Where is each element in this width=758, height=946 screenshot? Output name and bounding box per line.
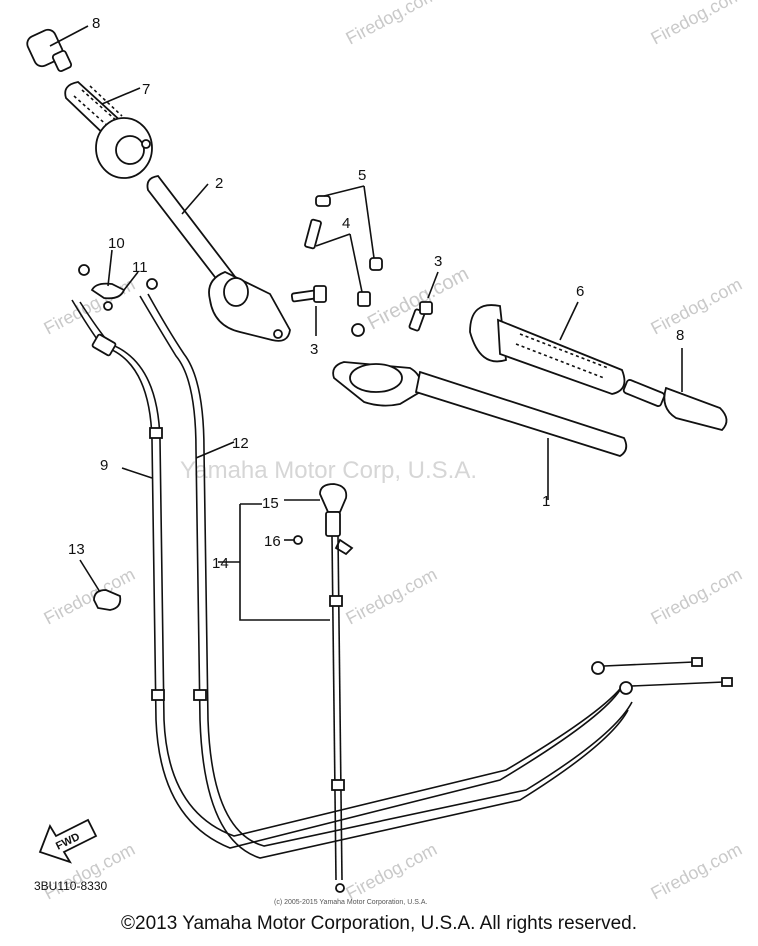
watermark-brand: Firedog.com	[342, 564, 440, 629]
throttle-cables	[71, 264, 733, 859]
bolt-right	[408, 271, 439, 332]
callout-6: 6	[576, 283, 584, 300]
callouts: 8 7 2 5 4 3 3 6 8 10 11 12 9 1 15 16 14 …	[68, 15, 684, 572]
watermark-brand: Firedog.com	[647, 839, 745, 904]
copyright-notice: ©2013 Yamaha Motor Corporation, U.S.A. A…	[121, 913, 637, 934]
callout-16: 16	[264, 533, 281, 550]
callout-11: 11	[132, 259, 148, 276]
callout-8-left: 8	[92, 15, 100, 32]
grip-right	[469, 301, 626, 395]
callout-10: 10	[108, 235, 125, 252]
callout-5: 5	[358, 167, 366, 184]
fine-print: (c) 2005-2015 Yamaha Motor Corporation, …	[274, 899, 427, 906]
handlebar-right	[332, 361, 628, 500]
callout-8-right: 8	[676, 327, 684, 344]
callout-9: 9	[100, 457, 108, 474]
callout-3-right: 3	[434, 253, 442, 270]
callout-4: 4	[342, 215, 350, 232]
callout-7: 7	[142, 81, 150, 98]
throttle-grip	[64, 81, 153, 179]
grip-end-left	[26, 25, 89, 73]
callout-12: 12	[232, 435, 249, 452]
screw-set	[304, 185, 383, 337]
watermark-brand: Firedog.com	[342, 839, 440, 904]
cable-clip	[79, 559, 122, 611]
bolt-left	[290, 285, 327, 336]
callout-15: 15	[262, 495, 279, 512]
watermark-brand: Firedog.com	[647, 564, 745, 629]
callout-14: 14	[212, 555, 229, 572]
grip-end-right	[622, 348, 728, 432]
callout-2: 2	[215, 175, 223, 192]
choke-cable	[218, 483, 354, 893]
cable-bracket	[90, 249, 139, 311]
watermark-brand: Firedog.com	[647, 274, 745, 339]
forward-arrow-icon: FWD	[38, 818, 98, 864]
diagram-code: 3BU110-8330	[34, 879, 107, 893]
callout-3-left: 3	[310, 341, 318, 358]
watermark-brand: Firedog.com	[342, 0, 440, 49]
handlebar-left	[146, 175, 291, 342]
watermark-center: Yamaha Motor Corp, U.S.A.	[180, 457, 477, 484]
watermark-brand: Firedog.com	[647, 0, 745, 49]
callout-13: 13	[68, 541, 85, 558]
callout-1: 1	[542, 493, 550, 510]
